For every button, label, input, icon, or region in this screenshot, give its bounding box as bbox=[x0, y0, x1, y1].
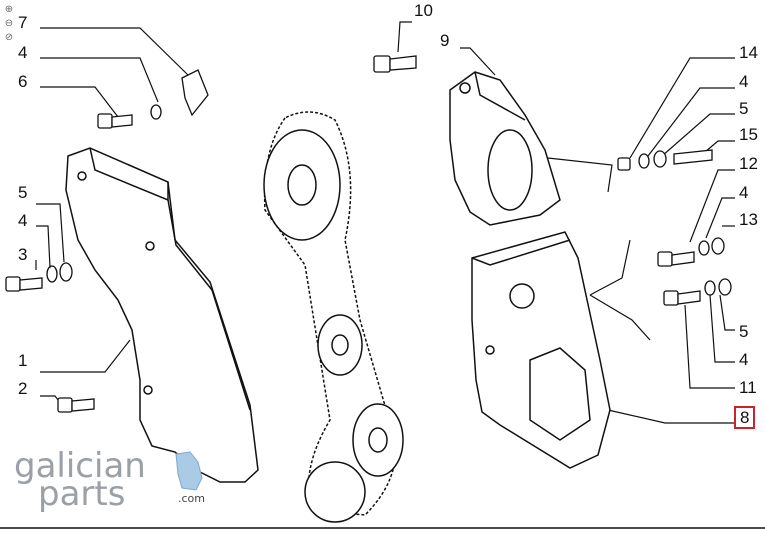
callout-15: 15 bbox=[739, 125, 758, 144]
callout-5: 5 bbox=[739, 99, 749, 118]
part-cover-8 bbox=[471, 231, 611, 469]
part-cover-9 bbox=[449, 71, 561, 226]
callout-1: 1 bbox=[18, 351, 28, 370]
callout-10: 10 bbox=[414, 1, 433, 20]
callout-4: 4 bbox=[18, 211, 28, 230]
zoom-out-icon[interactable]: ⊖ bbox=[4, 18, 14, 29]
watermark-brand-bottom: parts bbox=[38, 474, 126, 514]
callout-12: 12 bbox=[739, 154, 758, 173]
callout-4: 4 bbox=[739, 72, 749, 91]
callout-5: 5 bbox=[739, 322, 749, 341]
part-cover-1 bbox=[65, 147, 259, 483]
callout-7: 7 bbox=[18, 13, 28, 32]
watermark-domain: .com bbox=[178, 492, 205, 505]
callout-4: 4 bbox=[739, 350, 749, 369]
callout-8-highlighted[interactable]: 8 bbox=[734, 406, 756, 429]
zoom-in-icon[interactable]: ⊕ bbox=[4, 4, 14, 15]
callout-3: 3 bbox=[18, 245, 28, 264]
leader-lines bbox=[35, 21, 735, 424]
callout-13: 13 bbox=[739, 210, 758, 229]
watermark-map-logo bbox=[175, 451, 203, 491]
hardware-parts bbox=[5, 55, 732, 413]
part-timing-belt bbox=[263, 111, 404, 523]
callout-4: 4 bbox=[739, 183, 749, 202]
zoom-reset-icon[interactable]: ⊘ bbox=[4, 32, 14, 43]
callout-9: 9 bbox=[440, 31, 450, 50]
callout-2: 2 bbox=[18, 379, 28, 398]
callout-11: 11 bbox=[739, 378, 757, 397]
callout-6: 6 bbox=[18, 72, 28, 91]
watermark-brand-top: galician bbox=[14, 446, 146, 486]
callout-14: 14 bbox=[739, 43, 758, 62]
callout-5: 5 bbox=[18, 183, 28, 202]
callout-4: 4 bbox=[18, 43, 28, 62]
